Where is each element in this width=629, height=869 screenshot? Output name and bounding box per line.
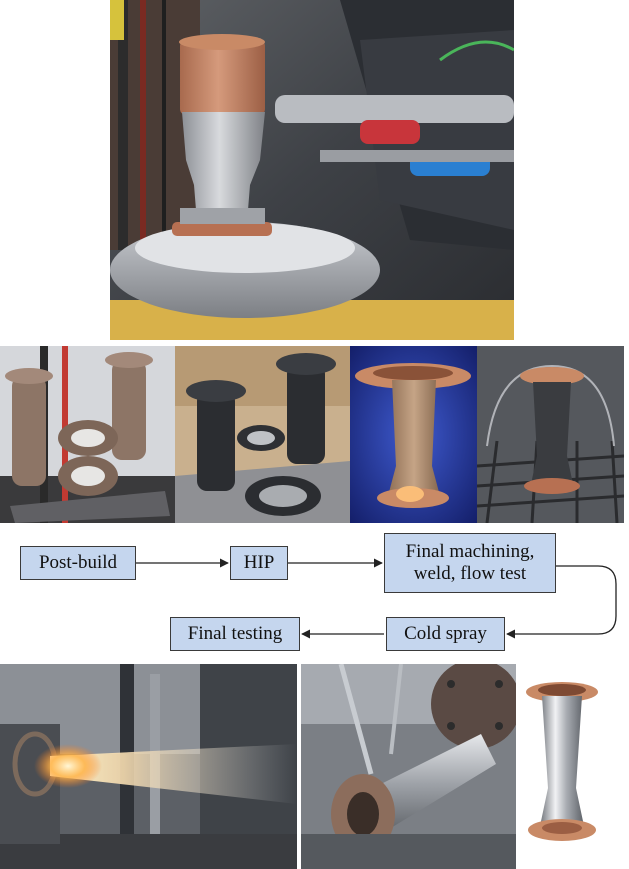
hot-fire-test-rig-photo: [110, 0, 514, 340]
hot-fire-plume-photo: [0, 664, 297, 869]
step-post-build: Post-build: [20, 546, 136, 580]
cold-spray-nozzle-photo: [477, 346, 624, 523]
step-hip: HIP: [230, 546, 288, 580]
installed-nozzle-photo: [301, 664, 516, 869]
finished-nozzle-photo: [522, 678, 602, 848]
machined-nozzle-photo: [350, 346, 477, 523]
post-build-parts-photo-b: [175, 346, 350, 523]
step-final-machining: Final machining, weld, flow test: [384, 533, 556, 593]
post-build-parts-photo-a: [0, 346, 175, 523]
step-final-testing: Final testing: [170, 617, 300, 651]
step-cold-spray: Cold spray: [386, 617, 505, 651]
